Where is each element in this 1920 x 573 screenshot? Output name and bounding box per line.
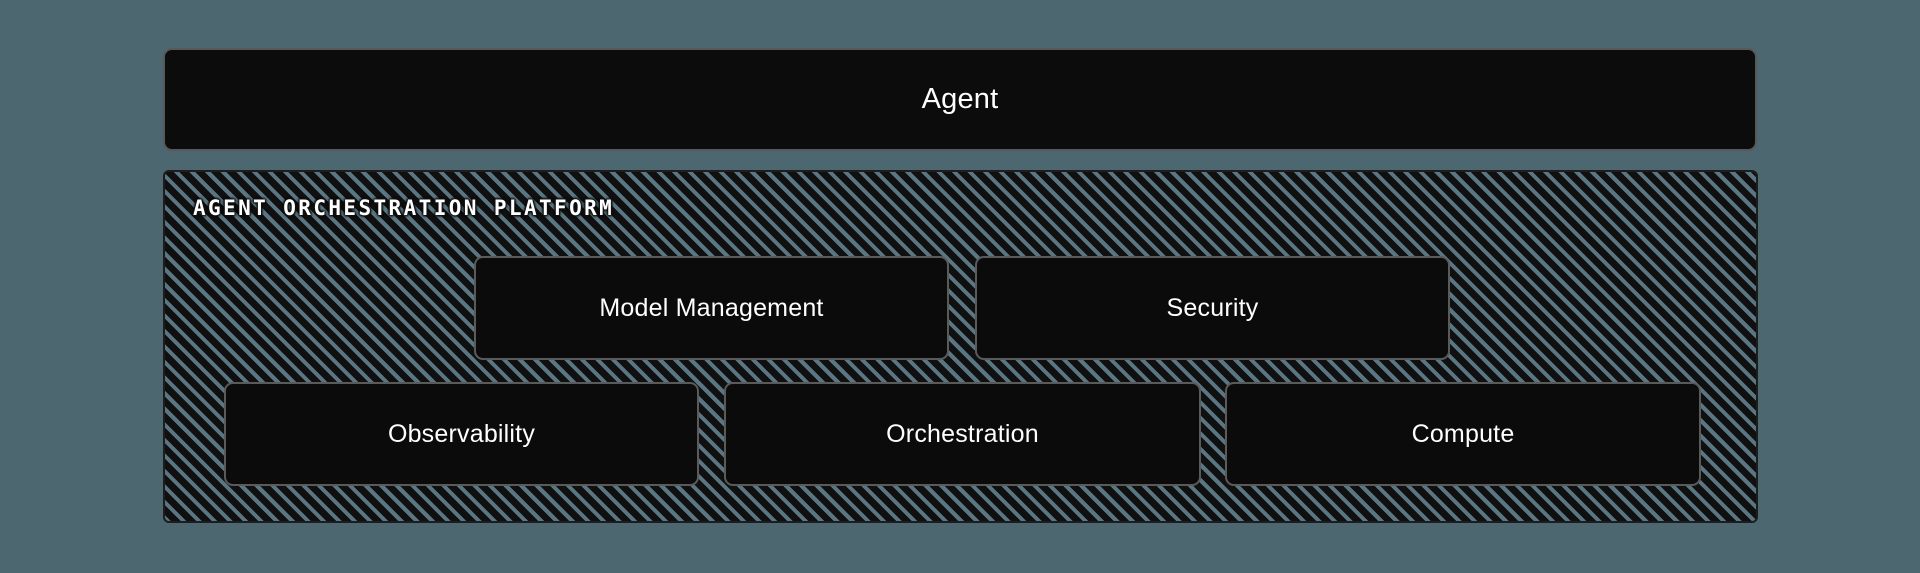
capability-card-label: Compute xyxy=(1411,419,1515,448)
capability-card-label: Security xyxy=(1166,293,1259,322)
agent-box-label: Agent xyxy=(921,83,999,115)
agent-orchestration-platform-container: AGENT ORCHESTRATION PLATFORM Model Manag… xyxy=(163,170,1758,523)
capability-card-label: Model Management xyxy=(599,293,824,322)
agent-box[interactable]: Agent xyxy=(163,48,1757,151)
capability-card-model-management[interactable]: Model Management xyxy=(474,256,949,360)
capability-card-compute[interactable]: Compute xyxy=(1225,382,1701,486)
capability-card-label: Observability xyxy=(387,419,536,448)
capability-card-security[interactable]: Security xyxy=(975,256,1450,360)
capability-card-orchestration[interactable]: Orchestration xyxy=(724,382,1201,486)
capability-card-observability[interactable]: Observability xyxy=(224,382,699,486)
capability-card-label: Orchestration xyxy=(886,419,1039,448)
platform-title: AGENT ORCHESTRATION PLATFORM xyxy=(193,196,615,220)
